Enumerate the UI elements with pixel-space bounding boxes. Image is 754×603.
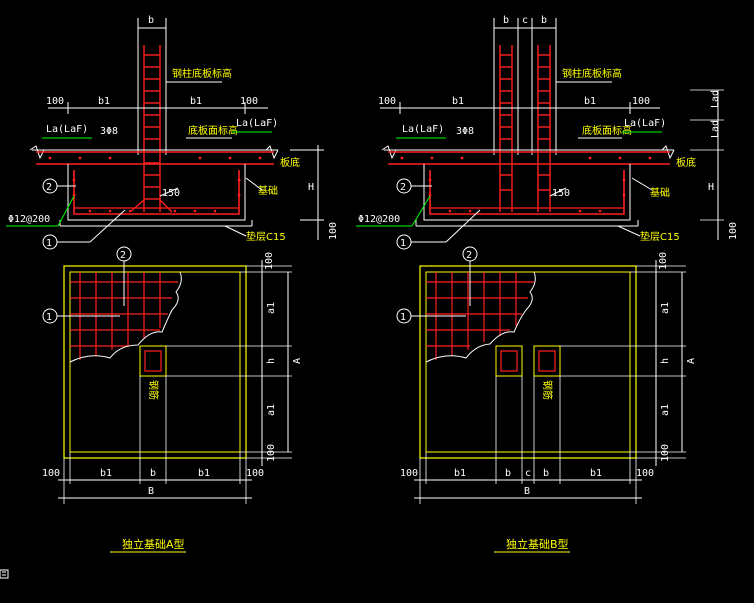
right-bottom-B: B [524,486,530,497]
right-plan-100-bottom: 100 [660,444,671,462]
left-bottom-b: b [150,468,156,479]
right-right-note: 板底 [676,156,696,169]
right-bottom-c: c [525,468,531,479]
left-plan-callout-2: 2 [120,250,126,261]
right-top-b: b [503,15,509,26]
left-right-side: 基础 [258,184,278,197]
right-plan-a1-top: a1 [660,302,671,314]
right-dim-100-right: 100 [632,96,650,107]
left-dim-100-left: 100 [46,96,64,107]
left-plan-h: h [266,358,277,364]
right-callout-2: 2 [400,182,406,193]
left-plan-A: A [292,358,303,364]
left-bottom-B: B [148,486,154,497]
left-dim-150: 150 [162,188,180,199]
left-la-right: La(LaF) [236,118,278,129]
right-dim-H: H [708,182,714,193]
right-bottom-b1-left: b1 [454,468,466,479]
left-rebar-spec: Φ12@200 [8,214,50,225]
left-plan-100-bottom: 100 [266,444,277,462]
right-plan-100-top: 100 [658,252,669,270]
right-slab-label: 底板面标高 [582,124,632,137]
left-bottom-b1-right: b1 [198,468,210,479]
left-bottom-100-left: 100 [42,468,60,479]
ucs-icon [0,569,9,579]
left-dim-100-v: 100 [328,222,339,240]
right-right-side: 基础 [650,186,670,199]
right-plan-callout-1: 1 [400,312,406,323]
right-bottom-b: b [505,468,511,479]
left-column-rebar [143,45,161,212]
left-bars: 3Φ8 [100,126,118,137]
right-bars: 3Φ8 [456,126,474,137]
left-la-left: La(LaF) [46,124,88,135]
right-dim-100-left: 100 [378,96,396,107]
right-rebar-spec: Φ12@200 [358,214,400,225]
left-dim-H: H [308,182,314,193]
left-dim-b1-left: b1 [98,96,110,107]
right-callout-1: 1 [400,238,406,249]
right-plan-callout-2: 2 [466,250,472,261]
right-dim-150: 150 [552,188,570,199]
right-plan-col-note: 钢筋 [541,380,554,400]
right-bottom-b1-right: b1 [590,468,602,479]
left-plan-a1-top: a1 [266,302,277,314]
left-bottom-100-right: 100 [246,468,264,479]
right-plan-h: h [660,358,671,364]
right-bottom-100-right: 100 [636,468,654,479]
right-v-dim-2: Lad [710,120,721,138]
right-la-right: La(LaF) [624,118,666,129]
right-dim-b1-right: b1 [584,96,596,107]
right-top-b2: b [541,15,547,26]
right-plan-A: A [686,358,697,364]
left-callout-2: 2 [46,182,52,193]
left-dim-100-right: 100 [240,96,258,107]
right-bottom-b2: b [543,468,549,479]
left-foundation-plan: 钢筋 2 1 100 a1 h A a1 100 100 b1 b b1 [42,246,303,504]
right-la-left: La(LaF) [402,124,444,135]
right-foundation-plan: 钢筋 2 1 100 a1 h A a1 100 100 b1 b c [396,246,697,504]
left-plan-callout-1: 1 [46,312,52,323]
right-title: 独立基础B型 [506,537,569,551]
left-bedding: 垫层C15 [246,230,286,243]
left-top-b: b [148,15,154,26]
right-v-dim-1: Lad [710,90,721,108]
right-plan-a1-bottom: a1 [660,404,671,416]
left-col-label: 钢柱底板标高 [172,67,232,80]
left-plan-a1-bottom: a1 [266,404,277,416]
left-callout-1: 1 [46,238,52,249]
left-slab-label: 底板面标高 [188,124,238,137]
left-dim-b1-right: b1 [190,96,202,107]
right-dim-b1-left: b1 [452,96,464,107]
left-right-note: 板底 [280,156,300,169]
right-col-label: 钢柱底板标高 [562,67,622,80]
left-foundation-section: b 钢柱底板标高 100 b1 b1 [6,15,339,250]
left-title: 独立基础A型 [122,537,185,551]
right-column-rebar [499,45,551,212]
left-bottom-b1-left: b1 [100,468,112,479]
right-bedding: 垫层C15 [640,230,680,243]
right-dim-100-v: 100 [728,222,739,240]
right-top-c: c [522,15,528,26]
left-plan-100-top: 100 [264,252,275,270]
right-bottom-100-left: 100 [400,468,418,479]
left-plan-col-note: 钢筋 [147,380,160,400]
right-foundation-section: b c b 钢柱底板标高 100 b1 [356,15,739,250]
